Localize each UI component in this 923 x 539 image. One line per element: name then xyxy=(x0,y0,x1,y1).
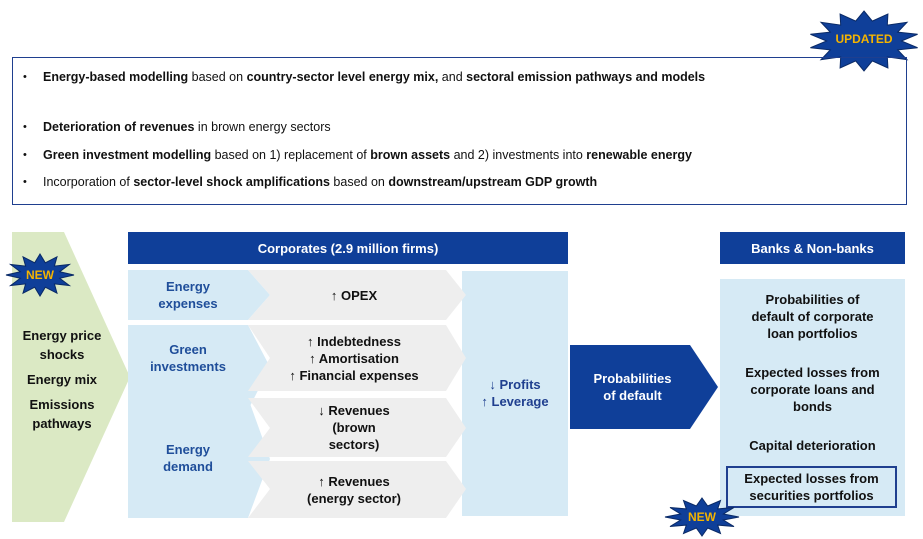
banks-item-capital-deterioration: Capital deterioration xyxy=(749,438,876,453)
new-starburst-bottom xyxy=(664,497,740,537)
bullet-4: •Incorporation of sector-level shock amp… xyxy=(23,175,598,189)
input-energy-price: Energy price xyxy=(22,328,102,343)
profits-column xyxy=(462,271,568,516)
corporate-arrows xyxy=(128,270,466,518)
bullet-2: •Deterioration of revenues in brown ener… xyxy=(23,120,331,134)
revenues-energy-effect: ↑ Revenues(energy sector) xyxy=(307,473,401,506)
new-starburst-top xyxy=(5,253,75,297)
updated-starburst xyxy=(810,10,918,72)
leverage-label: ↑ Leverage xyxy=(481,394,549,409)
profits-leverage-text: ↓ Profits ↑ Leverage xyxy=(462,376,568,410)
methodology-box: •Energy-based modelling based on country… xyxy=(12,57,907,205)
inputs-arrow xyxy=(12,232,130,522)
indebtedness-label: ↑ Indebtedness xyxy=(307,333,401,349)
profits-label: ↓ Profits xyxy=(489,377,541,392)
banks-header: Banks & Non-banks xyxy=(720,232,905,264)
financial-expenses-label: ↑ Financial expenses xyxy=(289,367,419,383)
input-energy-mix: Energy mix xyxy=(26,372,98,387)
input-shocks: shocks xyxy=(39,347,85,362)
new-badge-bottom-label: NEW xyxy=(688,510,716,524)
bullet-1: •Energy-based modelling based on country… xyxy=(23,70,706,84)
bullet-3: •Green investment modelling based on 1) … xyxy=(23,148,692,162)
green-investment-effects: ↑ Indebtedness ↑ Amortisation ↑ Financia… xyxy=(262,325,446,391)
pd-arrow xyxy=(570,345,718,429)
input-pathways: pathways xyxy=(32,416,92,431)
opex-effect: ↑ OPEX xyxy=(330,287,378,303)
banks-column xyxy=(720,279,905,516)
amortisation-label: ↑ Amortisation xyxy=(309,350,399,366)
new-badge-top-label: NEW xyxy=(26,268,54,282)
corporates-header: Corporates (2.9 million firms) xyxy=(128,232,568,264)
input-emissions: Emissions xyxy=(29,397,95,412)
inputs-text: Energy price shocks Energy mix Emissions… xyxy=(12,326,112,433)
updated-badge-label: UPDATED xyxy=(835,32,893,46)
